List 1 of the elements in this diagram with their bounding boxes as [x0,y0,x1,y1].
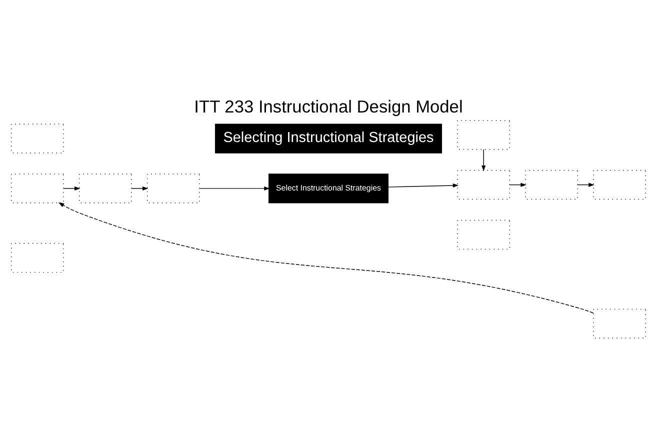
diagram-title: ITT 233 Instructional Design Model [194,96,463,116]
